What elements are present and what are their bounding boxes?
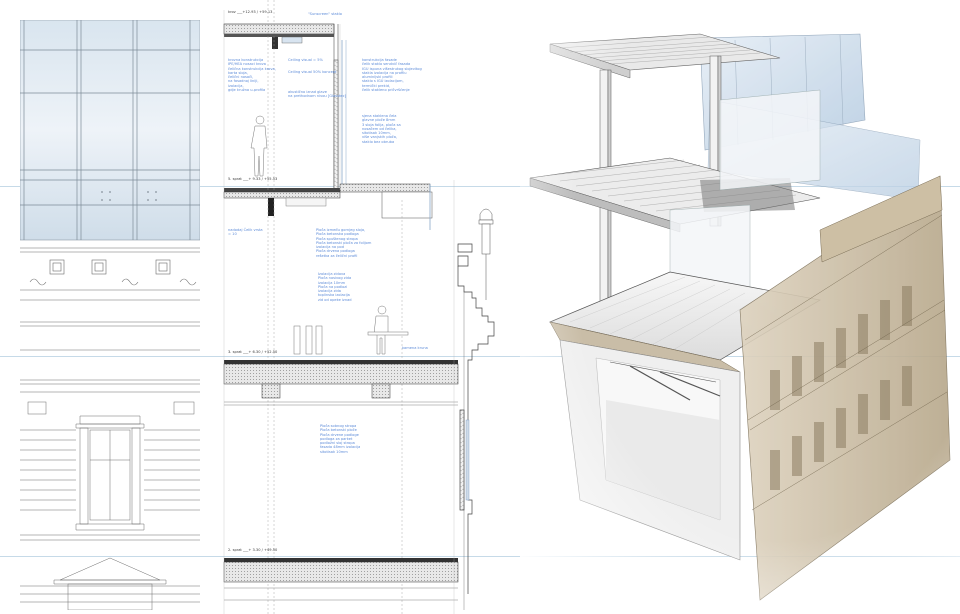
note-roof-construction: krovna konstrukcija IPE/HEA nosaci krova…	[228, 58, 276, 93]
note-ceiling-left: nadodaj Čelik vrsta = 10	[228, 228, 263, 237]
wall-section-drawing: krov ___+12.93 / +59.13 5. sprat ___+ 9.…	[222, 0, 522, 614]
note-acoustic: akustično iznad glave na prethodnom nivo…	[288, 90, 346, 99]
axonometric-cutaway	[520, 0, 960, 614]
attic-ornament	[20, 247, 200, 351]
facade-elevation	[20, 20, 200, 610]
note-ceiling-hung: Ceiling visual 50% koncept	[288, 70, 337, 74]
alignment-guide-top	[0, 186, 960, 187]
curtain-wall-mullions	[20, 20, 200, 240]
alignment-guide-middle	[0, 356, 960, 357]
note-slab-upper: Ploča između gornjeg sloja, Ploča betons…	[316, 228, 372, 258]
alignment-guide-bottom	[0, 556, 960, 557]
note-shade-glass: sjena staklena čela glavne ploče 8mm 3 s…	[362, 114, 401, 144]
floor-slab-2	[223, 558, 459, 601]
floor-slab-3	[223, 360, 459, 406]
classical-facade	[20, 379, 200, 610]
stone-facade-profile	[457, 243, 495, 610]
cornice-finial	[478, 208, 494, 300]
note-glass-facade: konstrukcija fasade čelik staklo sendvič…	[362, 58, 422, 93]
floor-slab-5	[223, 183, 433, 230]
note-sunscreen: "Sunscreen" staklo	[308, 12, 342, 16]
note-stone-crown: kamena kruna	[402, 346, 428, 350]
level-roof: krov ___+12.93 / +59.13	[228, 10, 273, 14]
level-5th-floor: 5. sprat ___+ 9.33 / +55.53	[228, 177, 278, 181]
note-ceiling-upper: Ceiling visual = 5%	[288, 58, 323, 62]
roof-slab	[223, 23, 335, 49]
seated-people	[293, 305, 409, 355]
curtain-wall-glass	[20, 20, 200, 241]
level-2nd-floor: 2. sprat ___+ 3.30 / +49.50	[228, 548, 278, 552]
note-slab-lower: Ploča sobnog stropa Ploča betonski ploče…	[320, 424, 361, 454]
level-3rd-floor: 3. sprat ___+ 6.30 / +52.50	[228, 350, 278, 354]
person-silhouette-upper	[250, 115, 268, 177]
note-wall-insulation: Izolacija zidova Ploča nosivog zida izol…	[318, 272, 352, 302]
